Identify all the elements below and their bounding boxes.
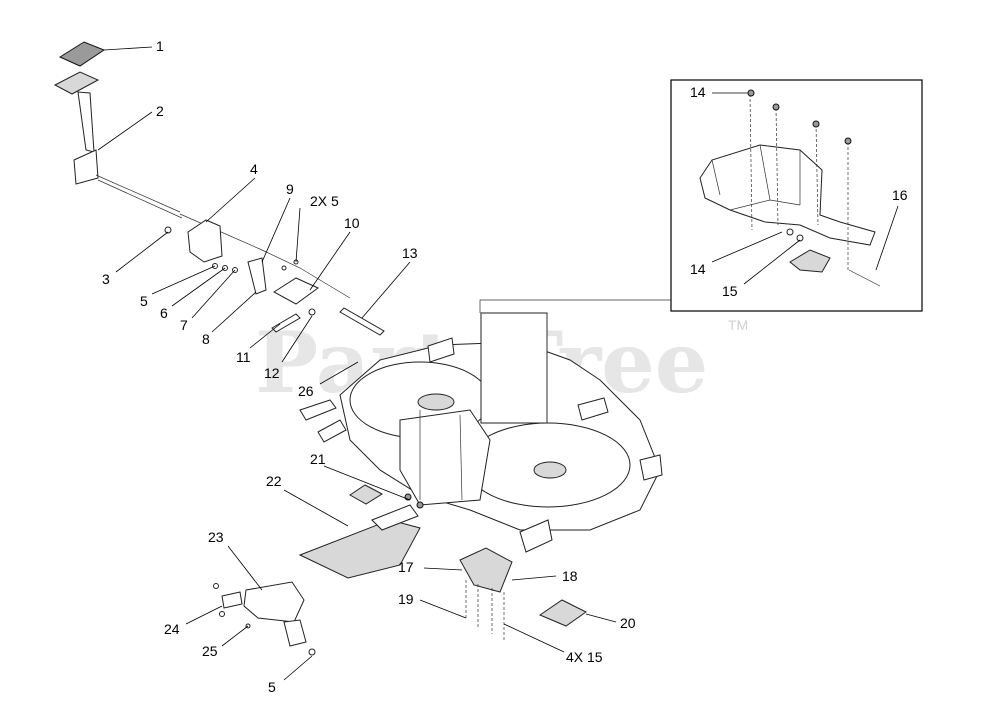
pedal-and-rod-drawing	[53, 41, 351, 299]
lift-linkage-drawing	[164, 219, 385, 336]
label-part-6: 6	[160, 305, 168, 321]
label-part-4: 4	[250, 161, 258, 177]
label-part-20: 20	[620, 615, 636, 631]
part-21-drawing	[349, 484, 384, 505]
bracket-17-18-drawing	[459, 547, 513, 640]
label-part-14-bottom: 14	[690, 261, 706, 277]
label-part-8: 8	[202, 331, 210, 347]
label-part-15: 15	[722, 283, 738, 299]
inset-baffle-drawing	[699, 89, 881, 287]
label-part-10: 10	[344, 215, 360, 231]
chute-drawing	[298, 493, 424, 579]
label-part-16: 16	[892, 187, 908, 203]
watermark-tm: TM	[728, 317, 748, 333]
leader-lines	[97, 46, 899, 681]
label-part-5: 5	[140, 293, 148, 309]
label-part-11: 11	[236, 349, 251, 365]
label-part-14-top: 14	[690, 84, 706, 100]
label-part-19: 19	[398, 591, 414, 607]
label-part-9: 9	[286, 181, 294, 197]
label-part-1: 1	[156, 38, 164, 54]
label-part-13: 13	[402, 245, 418, 261]
part-20-drawing	[538, 599, 587, 627]
label-part-12: 12	[264, 365, 280, 381]
label-part-4x15: 4X 15	[566, 649, 603, 665]
label-part-3: 3	[102, 271, 110, 287]
inset-guide-lines	[479, 299, 671, 423]
label-part-25: 25	[202, 643, 218, 659]
detail-inset-box	[670, 79, 923, 312]
label-part-18: 18	[562, 568, 578, 584]
label-part-2: 2	[156, 103, 164, 119]
label-part-26: 26	[298, 383, 314, 399]
label-part-21: 21	[310, 451, 326, 467]
mower-deck-drawing	[299, 312, 663, 553]
label-part-7: 7	[180, 317, 188, 333]
label-part-24: 24	[164, 621, 180, 637]
bracket-23-drawing	[213, 581, 316, 656]
label-part-22: 22	[266, 473, 282, 489]
label-part-17: 17	[398, 559, 414, 575]
label-part-23: 23	[208, 529, 224, 545]
label-part-5-bottom: 5	[268, 679, 276, 695]
label-part-2x5: 2X 5	[310, 193, 339, 209]
